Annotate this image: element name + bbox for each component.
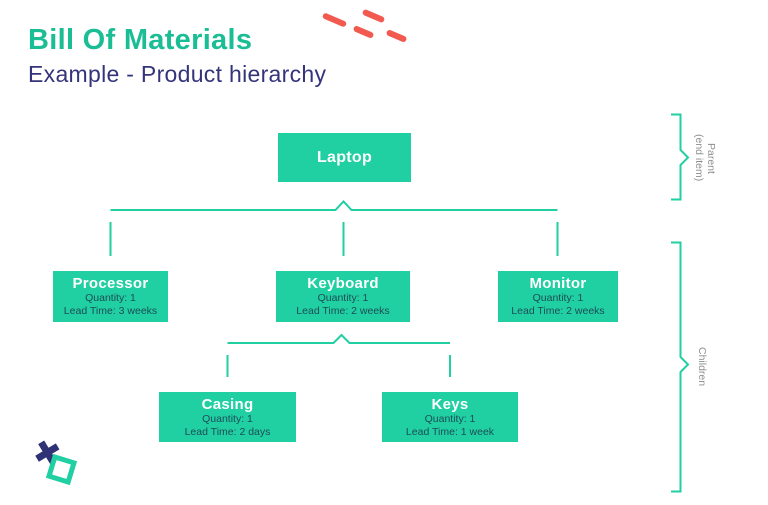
page-title: Bill Of Materials <box>28 24 253 56</box>
node-processor-label: Processor <box>72 275 149 292</box>
node-monitor: Monitor Quantity: 1 Lead Time: 2 weeks <box>498 271 618 322</box>
page-subtitle: Example - Product hierarchy <box>28 61 327 87</box>
decor-dash-icon <box>385 29 408 43</box>
parent-label-line1: Parent <box>705 142 717 174</box>
children-label: Children <box>696 347 708 387</box>
decor-dash-icon <box>321 12 348 28</box>
decor-x-icon <box>35 440 60 465</box>
parent-label-line2: (end item) <box>693 134 705 182</box>
parent-connector-line <box>110 200 558 211</box>
node-casing-quantity: Quantity: 1 <box>202 412 253 425</box>
child-drop-lines <box>109 222 559 256</box>
children-bracket <box>671 241 690 493</box>
node-laptop: Laptop <box>278 133 411 182</box>
node-casing: Casing Quantity: 1 Lead Time: 2 days <box>159 392 296 442</box>
node-keyboard-quantity: Quantity: 1 <box>317 292 369 304</box>
node-monitor-quantity: Quantity: 1 <box>532 292 584 304</box>
decor-dash-icon <box>352 25 375 39</box>
node-keys-leadtime: Lead Time: 1 week <box>405 425 495 438</box>
node-processor: Processor Quantity: 1 Lead Time: 3 weeks <box>53 271 168 322</box>
node-casing-label: Casing <box>201 395 254 413</box>
node-keyboard: Keyboard Quantity: 1 Lead Time: 2 weeks <box>276 271 410 322</box>
node-keyboard-leadtime: Lead Time: 2 weeks <box>296 305 390 317</box>
parent-end-item-label: Parent (end item) <box>688 112 722 204</box>
decor-square-icon <box>45 453 78 486</box>
node-keyboard-label: Keyboard <box>307 275 379 292</box>
node-keys-quantity: Quantity: 1 <box>424 412 476 425</box>
keyboard-connector-line <box>227 333 450 344</box>
node-monitor-label: Monitor <box>529 275 587 292</box>
parent-bracket <box>671 113 690 201</box>
decor-dash-icon <box>361 8 386 24</box>
node-casing-leadtime: Lead Time: 2 days <box>184 425 271 438</box>
node-keys: Keys Quantity: 1 Lead Time: 1 week <box>382 392 518 442</box>
node-processor-quantity: Quantity: 1 <box>85 292 136 304</box>
node-keys-label: Keys <box>431 395 469 413</box>
node-laptop-label: Laptop <box>316 149 373 166</box>
grandchild-drop-lines <box>226 355 451 377</box>
node-monitor-leadtime: Lead Time: 2 weeks <box>511 305 605 317</box>
node-processor-leadtime: Lead Time: 3 weeks <box>63 305 158 317</box>
